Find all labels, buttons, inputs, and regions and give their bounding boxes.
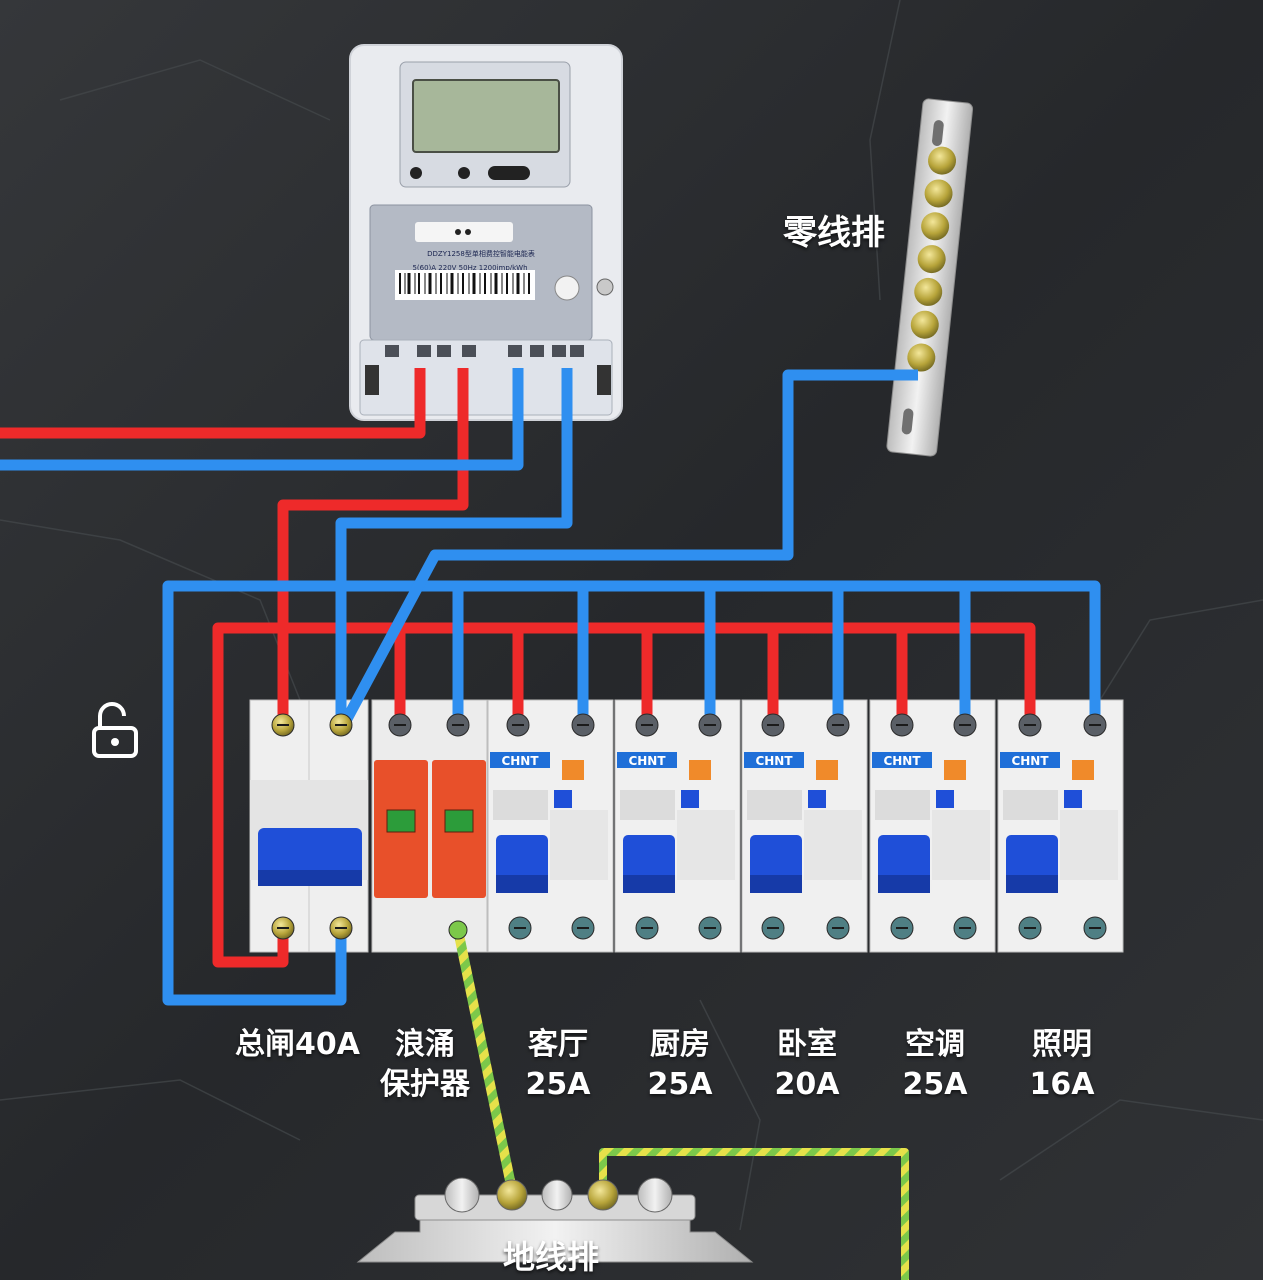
background-cracks (0, 0, 1263, 1231)
spd-ground-terminal (448, 920, 468, 940)
meter-barcode (395, 270, 535, 300)
neutral-bar-label: 零线排 (783, 213, 885, 253)
unlocked-padlock-icon (92, 702, 138, 758)
caption-ac-line2: 25A (902, 1067, 968, 1102)
rcbo-brand-text: CHNT (883, 754, 921, 768)
meter-model-text: DDZY1258型单相费控智能电能表 (427, 249, 535, 258)
ground-bar-screws (444, 1177, 673, 1213)
ground-bar-label: 地线排 (503, 1238, 600, 1276)
live-wires (0, 368, 1036, 968)
caption-surge-protector: 浪涌 保护器 (365, 1025, 485, 1105)
caption-living-room-line2: 25A (525, 1067, 591, 1102)
electricity-meter: DDZY1258型单相费控智能电能表 5(60)A 220V 50Hz 1200… (349, 44, 623, 421)
rcbo-module-4: CHNT (869, 699, 996, 953)
neutral-bar (886, 98, 974, 457)
rcbo-brand-text: CHNT (755, 754, 793, 768)
spd-indicator-right (444, 809, 474, 833)
rcbo-test-button (816, 760, 838, 780)
ground-spd-to-bar (453, 928, 517, 1192)
neutral-meter-to-main (335, 368, 573, 730)
caption-kitchen-line2: 25A (647, 1067, 713, 1102)
rcbo-brand-tag (744, 752, 804, 768)
caption-bedroom-line2: 20A (774, 1067, 840, 1102)
rcbo-test-button (562, 760, 584, 780)
rcbo-modules: CHNT CHNT CHNT CHNT CHNT (487, 699, 1124, 953)
meter-barcode-lines (399, 273, 530, 294)
caption-surge-line2: 保护器 (380, 1067, 470, 1102)
caption-living-room: 客厅 25A (498, 1025, 618, 1105)
rcbo-brand-tag (490, 752, 550, 768)
rcbo-brand-tag (617, 752, 677, 768)
rcbo-module-1: CHNT (487, 699, 614, 953)
caption-air-conditioner: 空调 25A (875, 1025, 995, 1105)
neutral-incoming (0, 368, 524, 471)
caption-main-breaker-line1: 总闸40A (235, 1027, 360, 1062)
meter-terminals (385, 345, 584, 357)
rcbo-test-button (944, 760, 966, 780)
caption-bedroom-line1: 卧室 (777, 1027, 837, 1062)
ground-wires (453, 928, 909, 1280)
rcbo-module-2: CHNT (614, 699, 741, 953)
live-incoming (0, 368, 426, 439)
surge-protector (371, 699, 488, 953)
caption-surge-line1: 浪涌 (395, 1027, 455, 1062)
caption-lighting-line1: 照明 (1032, 1027, 1092, 1062)
ground-bar (356, 1177, 754, 1263)
rcbo-module-3: CHNT (741, 699, 868, 953)
neutral-wires (0, 368, 1101, 1006)
rcbo-brand-text: CHNT (501, 754, 539, 768)
caption-lighting-line2: 16A (1029, 1067, 1095, 1102)
rcbo-brand-text: CHNT (1011, 754, 1049, 768)
spd-indicator-left (386, 809, 416, 833)
caption-kitchen: 厨房 25A (620, 1025, 740, 1105)
caption-bedroom: 卧室 20A (747, 1025, 867, 1105)
meter-lcd (412, 79, 560, 153)
neutral-to-bar (336, 369, 918, 733)
rcbo-brand-text: CHNT (628, 754, 666, 768)
neutral-main-out (162, 580, 1101, 1006)
caption-main-breaker: 总闸40A (235, 1025, 365, 1065)
live-main-out (212, 622, 1036, 968)
neutral-bar-screws (907, 146, 957, 372)
terminal-screws (271, 713, 1107, 940)
caption-ac-line1: 空调 (905, 1027, 965, 1062)
live-meter-to-main (277, 368, 469, 730)
caption-kitchen-line1: 厨房 (650, 1027, 710, 1062)
ground-bar-out (599, 1148, 909, 1280)
caption-lighting: 照明 16A (1002, 1025, 1122, 1105)
breaker-panel: CHNT CHNT CHNT CHNT CHNT (249, 699, 1124, 953)
main-breaker (249, 699, 369, 953)
rcbo-brand-tag (1000, 752, 1060, 768)
rcbo-brand-tag (872, 752, 932, 768)
rcbo-test-button (1072, 760, 1094, 780)
rcbo-module-5: CHNT (997, 699, 1124, 953)
meter-spec-text: 5(60)A 220V 50Hz 1200imp/kWh (412, 264, 527, 272)
rcbo-test-button (689, 760, 711, 780)
caption-living-room-line1: 客厅 (528, 1027, 588, 1062)
